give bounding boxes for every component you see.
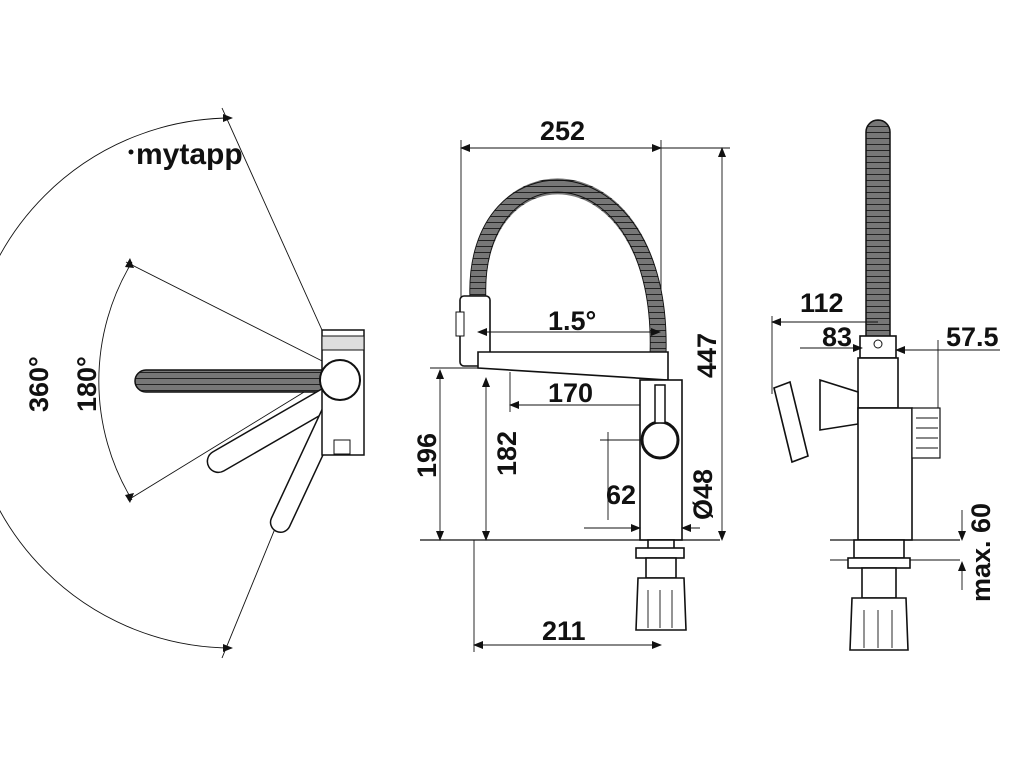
brand-logo-text: mytapp [136,138,243,171]
side-lever [819,378,859,431]
brand-logo: mytapp [128,138,243,171]
swivel-360-label: 360° [24,356,54,412]
handle-offset-label: 62 [606,480,636,510]
reach-dimension-label: 170 [548,378,593,408]
max-thickness-label: max. 60 [966,503,996,602]
side-view: 112 83 57.5 max. 60 [771,119,1000,651]
angle-label: 1.5° [548,306,596,336]
handle-depth-label: 57.5 [946,322,999,352]
flexible-hose [469,178,667,356]
front-view: 252 447 1.5° 170 62 Ø48 [412,116,730,652]
spout-arm [477,351,669,381]
spout-top-view [134,369,351,393]
side-upper-body [857,357,899,409]
diameter-label: Ø48 [688,469,718,520]
side-hose [865,119,891,351]
swivel-360-arc [0,114,233,652]
swivel-180-arc [98,261,133,501]
spout-depth-label: 83 [822,322,852,352]
height-dimension-label: 447 [692,333,722,378]
side-lower-body [857,407,913,541]
lever-handle [640,420,680,460]
depth-dimension-label: 112 [800,288,844,318]
base-to-outlet-label: 211 [542,616,586,646]
outlet-height-label: 196 [412,433,442,478]
top-view: 360° 180° [0,107,365,659]
swivel-180-label: 180° [72,356,102,412]
spout-height-label: 182 [492,431,522,476]
width-dimension-label: 252 [540,116,585,146]
